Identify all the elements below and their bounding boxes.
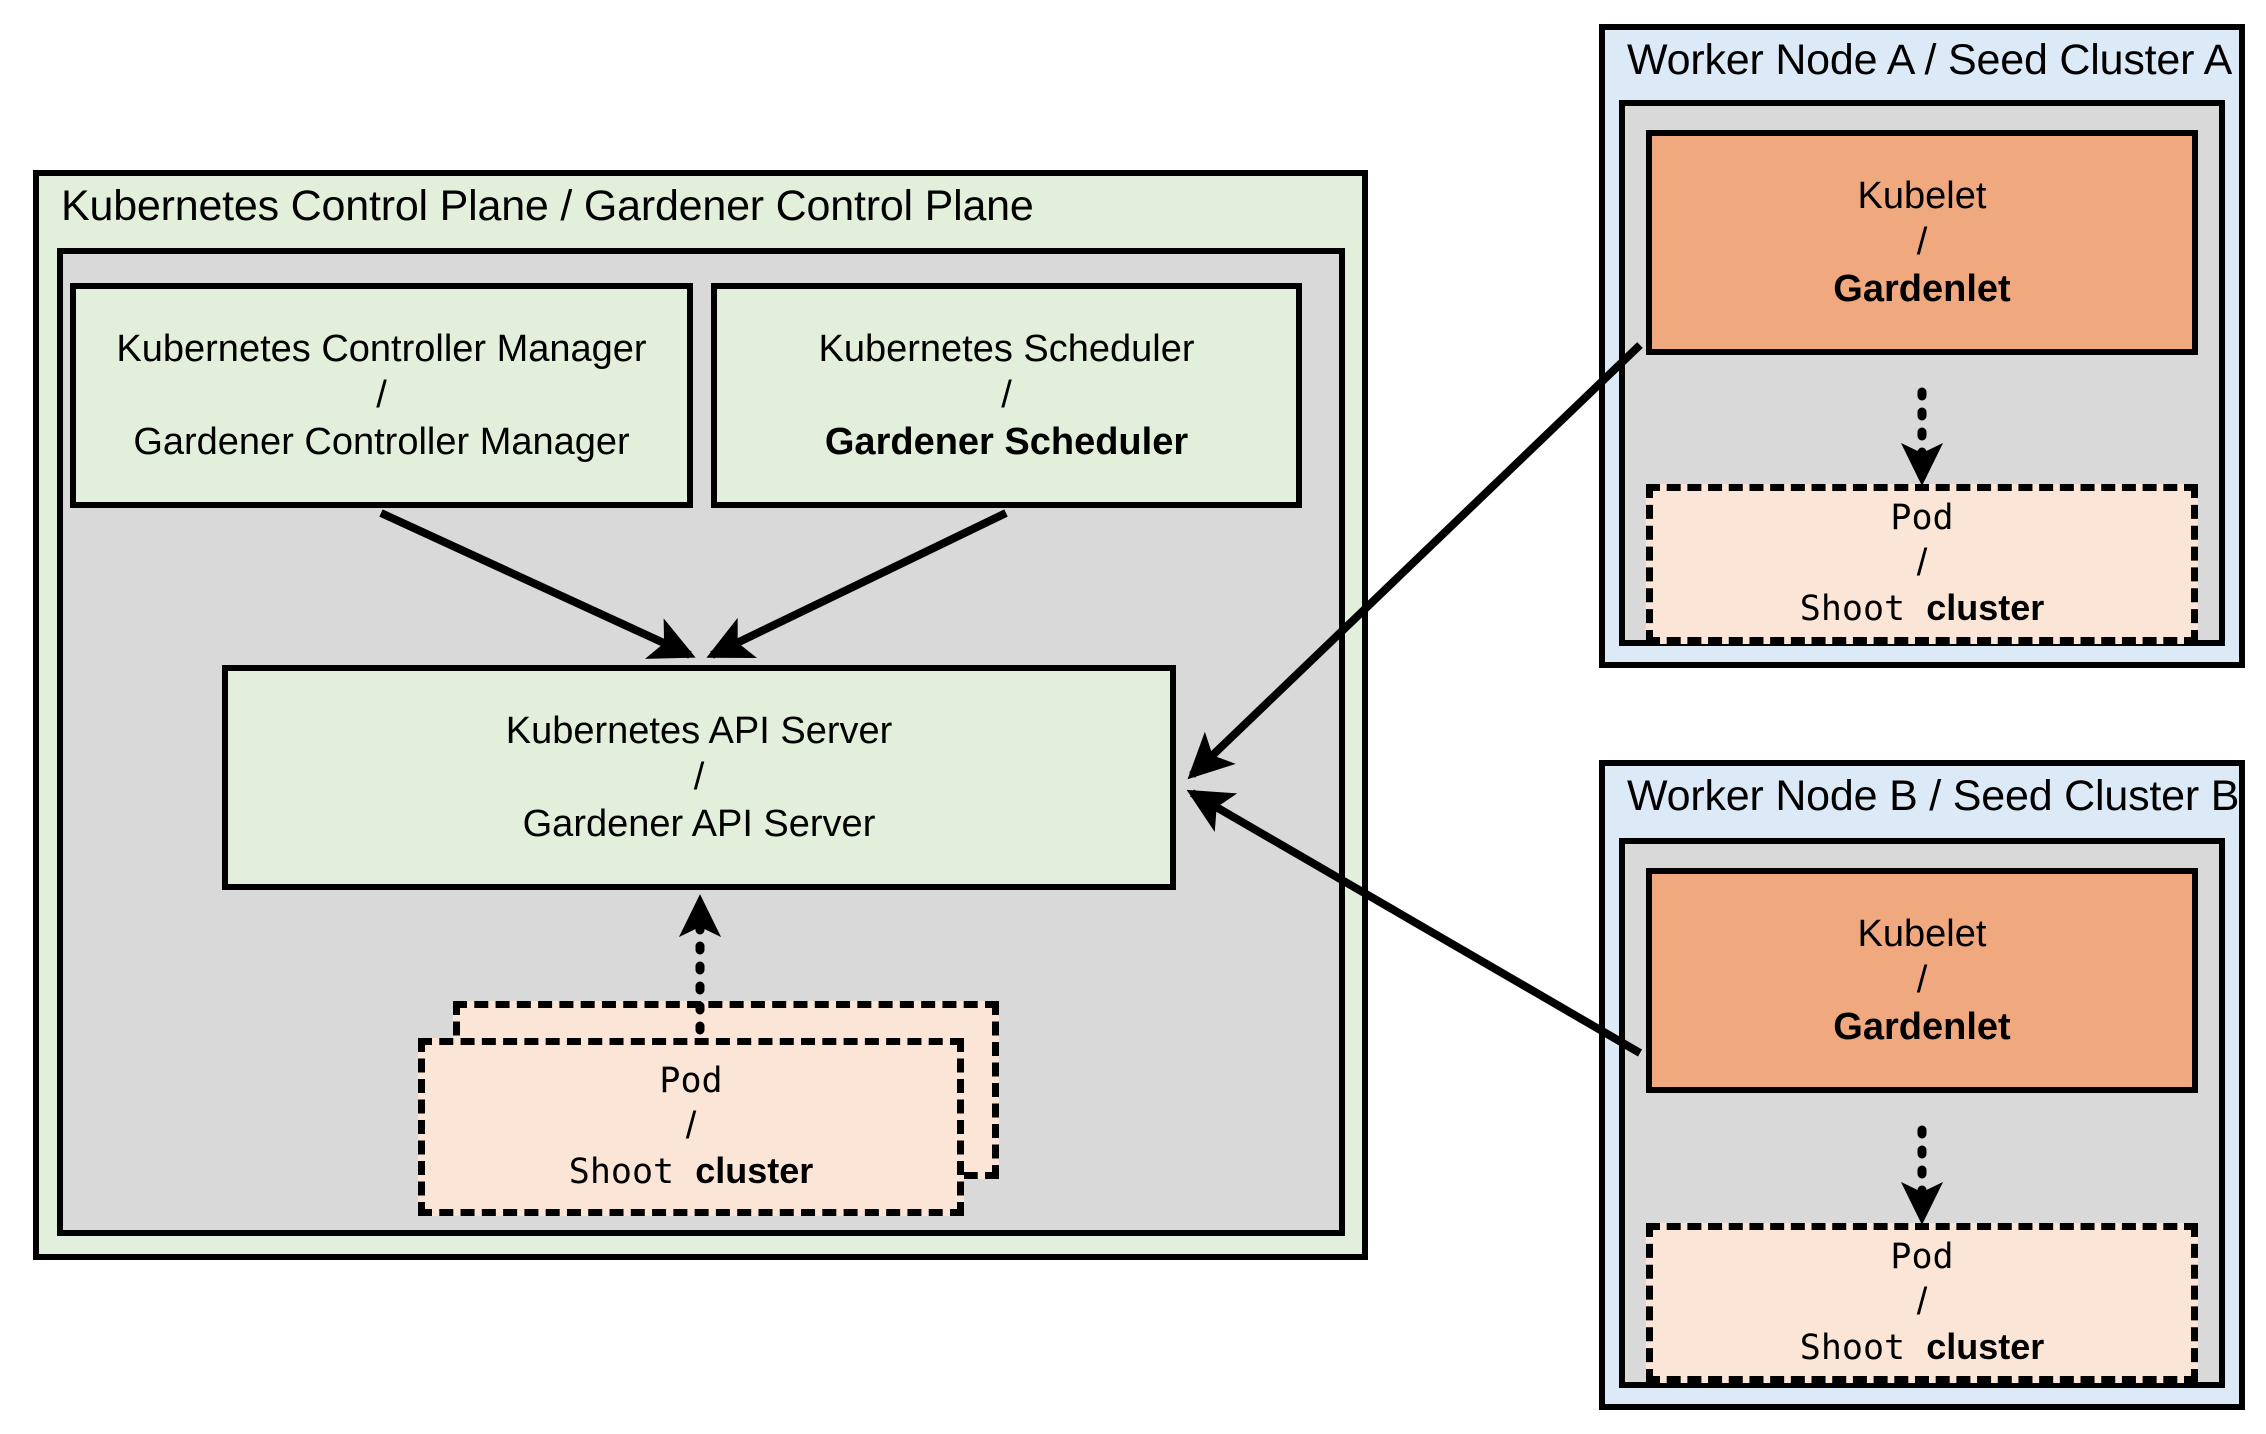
scheduler-line1: Kubernetes Scheduler xyxy=(818,327,1195,370)
control-plane-pod-separator: / xyxy=(685,1104,697,1147)
control-plane-pod-shoot-text: Shoot xyxy=(568,1152,696,1193)
gardenlet-a-box[interactable]: Kubelet / Gardenlet xyxy=(1646,130,2198,355)
worker-node-b-pod-cluster-text: cluster xyxy=(1926,1326,2045,1368)
worker-node-b-pod-line2: Shoot cluster xyxy=(1800,1325,2045,1370)
worker-node-a-title: Worker Node A / Seed Cluster A xyxy=(1627,36,2233,84)
api-server-separator: / xyxy=(693,756,705,799)
control-plane-pod-line2: Shoot cluster xyxy=(569,1149,814,1194)
api-server-line1: Kubernetes API Server xyxy=(505,709,893,752)
worker-node-a-pod-cluster-text: cluster xyxy=(1926,587,2045,629)
gardenlet-b-separator: / xyxy=(1916,959,1928,1002)
gardenlet-b-line2: Gardenlet xyxy=(1833,1005,2011,1048)
gardenlet-b-box[interactable]: Kubelet / Gardenlet xyxy=(1646,868,2198,1093)
worker-node-b-pod-separator: / xyxy=(1916,1280,1928,1323)
worker-node-a-pod-box[interactable]: Pod / Shoot cluster xyxy=(1646,484,2198,644)
kubernetes-scheduler-box[interactable]: Kubernetes Scheduler / Gardener Schedule… xyxy=(711,283,1302,508)
control-plane-pod-line1: Pod xyxy=(659,1061,723,1102)
gardenlet-a-line2: Gardenlet xyxy=(1833,267,2011,310)
worker-node-b-title: Worker Node B / Seed Cluster B xyxy=(1627,772,2240,820)
controller-manager-line1: Kubernetes Controller Manager xyxy=(116,327,647,370)
controller-manager-separator: / xyxy=(376,374,387,417)
worker-node-a-pod-shoot-text: Shoot xyxy=(1799,589,1927,630)
kubernetes-api-server-box[interactable]: Kubernetes API Server / Gardener API Ser… xyxy=(222,665,1176,890)
worker-node-b-pod-box[interactable]: Pod / Shoot cluster xyxy=(1646,1223,2198,1383)
control-plane-pod-box[interactable]: Pod / Shoot cluster xyxy=(418,1038,964,1216)
controller-manager-line2: Gardener Controller Manager xyxy=(133,420,630,463)
worker-node-b-pod-line1: Pod xyxy=(1890,1237,1954,1278)
worker-node-b-pod-shoot-text: Shoot xyxy=(1799,1328,1927,1369)
gardenlet-b-line1: Kubelet xyxy=(1857,912,1987,955)
worker-node-a-pod-line2: Shoot cluster xyxy=(1800,586,2045,631)
scheduler-line2: Gardener Scheduler xyxy=(824,420,1189,463)
gardenlet-a-separator: / xyxy=(1916,221,1928,264)
worker-node-a-pod-line1: Pod xyxy=(1890,498,1954,539)
kubernetes-controller-manager-box[interactable]: Kubernetes Controller Manager / Gardener… xyxy=(70,283,693,508)
worker-node-a-pod-separator: / xyxy=(1916,541,1928,584)
scheduler-separator: / xyxy=(1001,374,1012,417)
gardenlet-a-line1: Kubelet xyxy=(1857,174,1987,217)
control-plane-title: Kubernetes Control Plane / Gardener Cont… xyxy=(61,182,1034,230)
control-plane-pod-cluster-text: cluster xyxy=(695,1150,814,1192)
api-server-line2: Gardener API Server xyxy=(522,802,876,845)
